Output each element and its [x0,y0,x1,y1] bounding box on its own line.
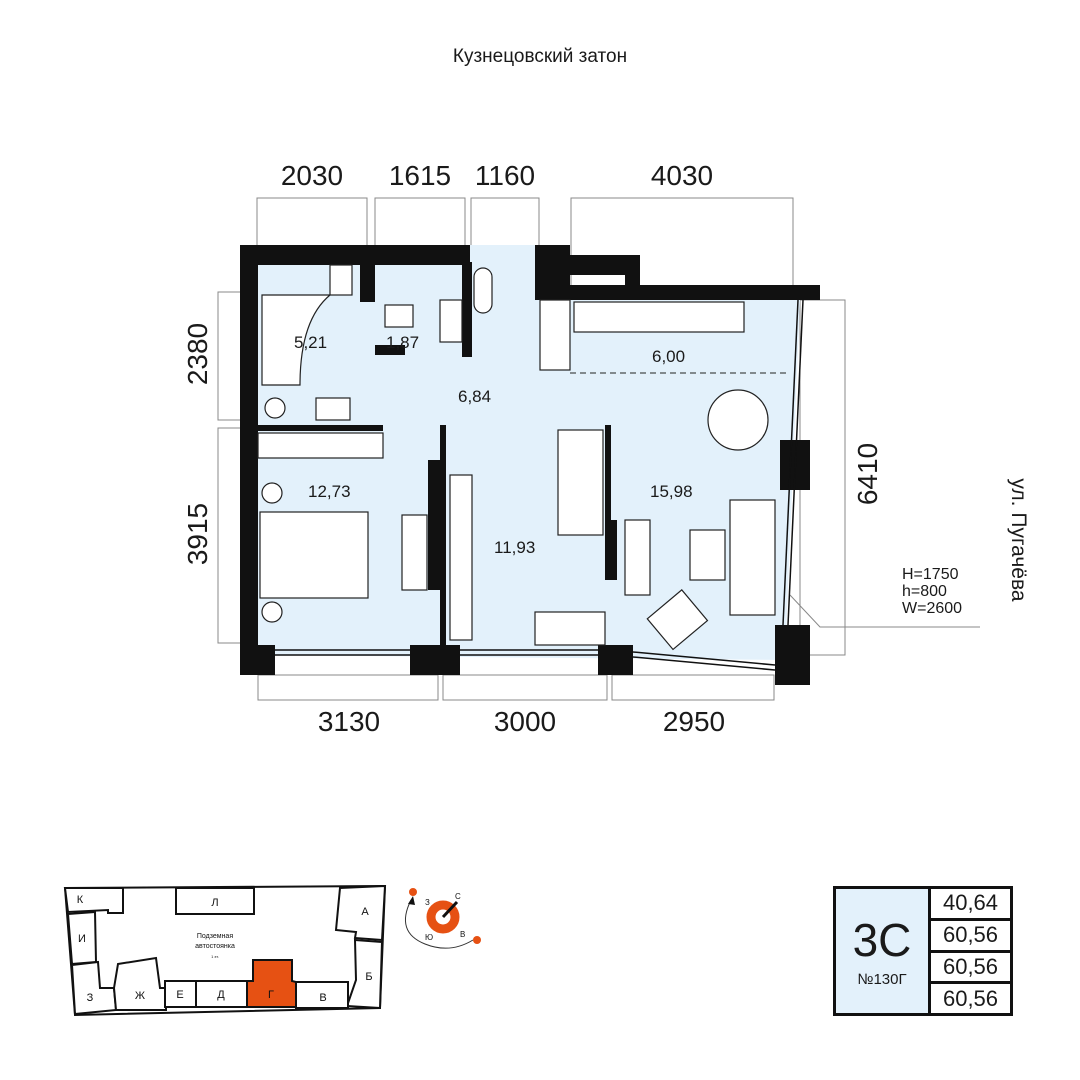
closet [257,432,384,459]
site-map: К Л А И Б З Ж Е Д Г В Подземная автостоя… [63,884,387,1017]
area-total-3: 60,56 [942,985,999,1011]
armchair-bed [557,429,604,536]
area-bedroom: 12,73 [308,482,351,501]
washer [264,397,286,419]
sofa [729,499,776,616]
label-v: В [319,992,326,1004]
dim-bottom-1: 3130 [317,706,381,737]
dim-top-3: 1160 [474,160,536,191]
apartment-info: 3С №130Г 40,64 60,56 60,56 60,56 [833,886,1013,1016]
apartment-type: 3С [852,913,912,966]
coffee-table [689,529,726,581]
window-spec: H=1750 h=800 W=2600 [902,566,962,617]
wardrobe [449,474,473,641]
label-zh: Ж [135,990,145,1002]
area-hall: 6,84 [458,387,492,406]
label-k: К [77,894,84,906]
dim-top-1: 2030 [280,160,344,191]
section-k [63,887,124,914]
section-e [164,980,197,1008]
section-a [334,884,387,942]
area-living: 15,98 [650,482,693,501]
label-z: З [87,992,94,1004]
window-sill: h=800 [902,583,947,600]
label-l: Л [211,897,218,909]
area-living-total: 40,64 [931,889,1010,921]
window-height: H=1750 [902,566,959,583]
tv-stand [624,519,651,596]
apartment-number: №130Г [857,970,907,988]
compass-s: Ю [425,933,433,942]
walls [240,245,820,685]
parking-label-1: Подземная [197,933,233,940]
label-a: А [361,906,369,918]
window-width: W=2600 [902,600,963,617]
floor-label: 1 эт. [211,954,219,959]
area-wc: 1,87 [386,333,420,352]
section-v [295,981,349,1009]
section-l [175,887,255,915]
label-d: Д [217,989,225,1001]
dim-left-1: 2380 [182,322,213,386]
section-g [246,959,297,1008]
toilet [329,264,353,296]
kitchen-counter [573,301,745,333]
area-bathroom: 5,21 [294,333,328,352]
dim-bottom-2: 3000 [493,706,557,737]
desk [534,611,606,646]
shelf [539,299,571,371]
street-label: ул. Пугачёва [1007,478,1030,602]
area-kitchen: 6,00 [652,347,686,366]
label-g: Г [268,989,274,1001]
compass-w: З [425,898,430,907]
dim-bottom-3: 2950 [662,706,726,737]
windows [275,299,804,671]
furniture [257,264,776,651]
section-b [345,938,384,1010]
dim-right: 6410 [852,442,883,506]
label-i: И [78,933,86,945]
dim-top-4: 4030 [650,160,714,191]
bathtub [261,294,332,386]
compass-n: С [455,892,461,901]
area-total-2: 60,56 [931,953,1010,985]
wc-toilet [384,304,414,328]
lounge-chair [646,589,709,651]
area-room: 11,93 [494,538,536,557]
parking-label-2: автостоянка [195,943,235,950]
compass-e: В [460,930,465,939]
section-d [195,980,248,1008]
dim-top-2: 1615 [388,160,452,191]
dim-left-2: 3915 [182,502,213,566]
sink [315,397,351,421]
label-b: Б [365,971,372,983]
complex-title: Кузнецовский затон [452,46,628,67]
bed [259,511,369,599]
sunset-icon [473,936,481,944]
label-e: Е [176,989,183,1001]
area-total-1: 60,56 [931,921,1010,953]
wc-sink [439,299,463,343]
compass: С З Ю В [404,888,481,949]
dining-table [707,389,769,451]
sunrise-icon [409,888,417,896]
